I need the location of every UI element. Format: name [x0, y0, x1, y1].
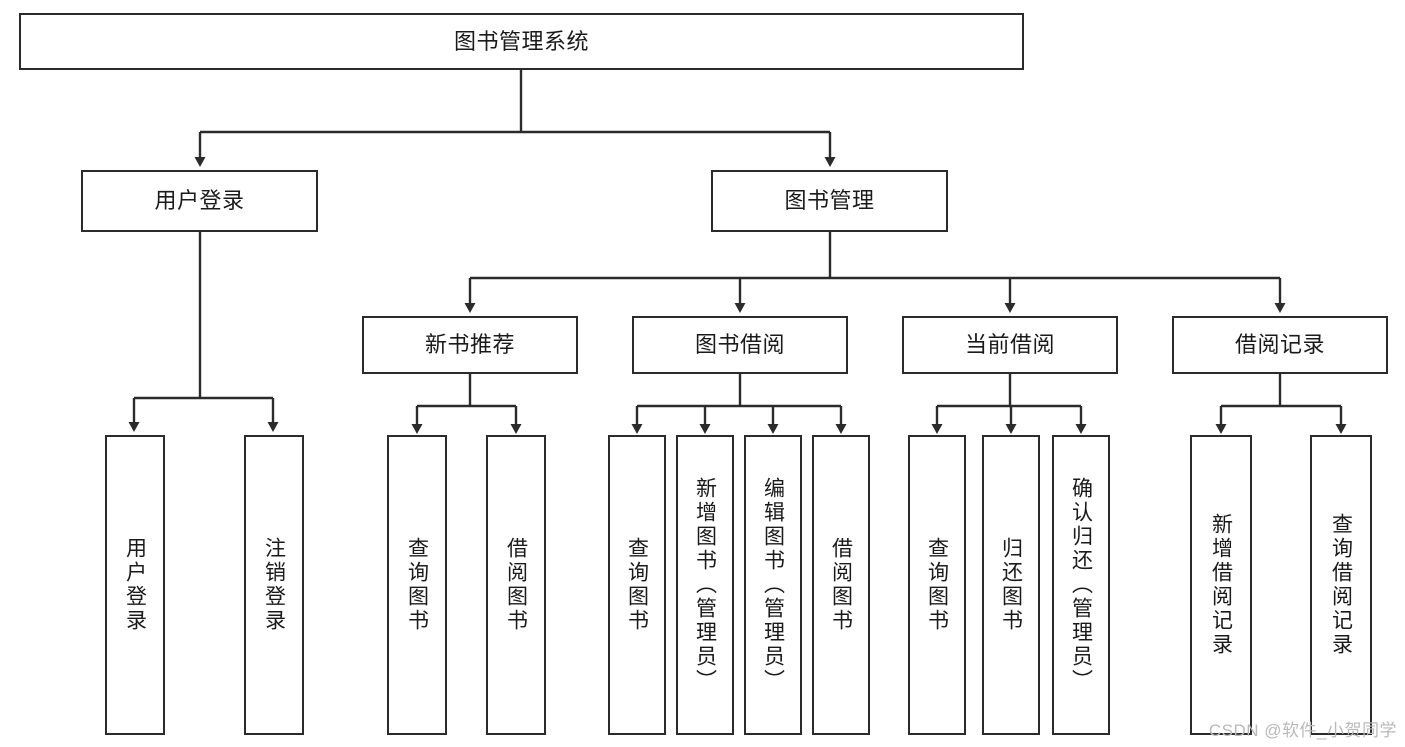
- node-book-management-label: 图书管理: [784, 188, 875, 214]
- node-leaf-query-borrow-record[interactable]: 查询借阅记录: [1310, 435, 1372, 735]
- node-root[interactable]: 图书管理系统: [19, 13, 1024, 70]
- node-leaf-return-book[interactable]: 归还图书: [982, 435, 1040, 735]
- node-leaf-query-book-2[interactable]: 查询图书: [608, 435, 666, 735]
- node-leaf-edit-book-admin-label: 编辑图书（管理员）: [761, 477, 785, 693]
- node-new-book-recommend-label: 新书推荐: [424, 332, 515, 358]
- node-leaf-query-book-3[interactable]: 查询图书: [908, 435, 966, 735]
- node-leaf-borrow-book-2[interactable]: 借阅图书: [812, 435, 870, 735]
- node-borrow-records[interactable]: 借阅记录: [1172, 316, 1388, 374]
- node-leaf-query-book-1-label: 查询图书: [405, 537, 429, 633]
- node-book-borrow[interactable]: 图书借阅: [632, 316, 848, 374]
- node-new-book-recommend[interactable]: 新书推荐: [362, 316, 578, 374]
- node-leaf-add-book-admin-label: 新增图书（管理员）: [693, 477, 717, 693]
- node-leaf-add-borrow-record[interactable]: 新增借阅记录: [1190, 435, 1252, 735]
- node-current-borrow-label: 当前借阅: [964, 332, 1055, 358]
- node-leaf-query-borrow-record-label: 查询借阅记录: [1329, 513, 1353, 657]
- node-user-login-label: 用户登录: [154, 188, 245, 214]
- csdn-watermark: CSDN @软件_小贺同学: [1208, 721, 1397, 740]
- node-leaf-borrow-book-1-label: 借阅图书: [504, 537, 528, 633]
- node-book-management[interactable]: 图书管理: [711, 170, 948, 232]
- node-leaf-user-login[interactable]: 用户登录: [105, 435, 165, 735]
- node-borrow-records-label: 借阅记录: [1234, 332, 1325, 358]
- node-leaf-return-book-label: 归还图书: [999, 537, 1023, 633]
- node-user-login[interactable]: 用户登录: [81, 170, 318, 232]
- node-leaf-add-book-admin[interactable]: 新增图书（管理员）: [676, 435, 734, 735]
- node-leaf-logout-label: 注销登录: [262, 537, 286, 633]
- node-leaf-borrow-book-1[interactable]: 借阅图书: [486, 435, 546, 735]
- node-leaf-edit-book-admin[interactable]: 编辑图书（管理员）: [744, 435, 802, 735]
- node-leaf-add-borrow-record-label: 新增借阅记录: [1209, 513, 1233, 657]
- node-leaf-confirm-return-admin-label: 确认归还（管理员）: [1069, 477, 1093, 693]
- node-leaf-user-login-label: 用户登录: [123, 537, 147, 633]
- node-leaf-logout[interactable]: 注销登录: [244, 435, 304, 735]
- node-leaf-query-book-2-label: 查询图书: [625, 537, 649, 633]
- node-leaf-confirm-return-admin[interactable]: 确认归还（管理员）: [1052, 435, 1110, 735]
- node-root-label: 图书管理系统: [453, 28, 589, 54]
- node-leaf-query-book-1[interactable]: 查询图书: [387, 435, 447, 735]
- node-current-borrow[interactable]: 当前借阅: [902, 316, 1118, 374]
- node-leaf-borrow-book-2-label: 借阅图书: [829, 537, 853, 633]
- node-book-borrow-label: 图书借阅: [694, 332, 785, 358]
- node-leaf-query-book-3-label: 查询图书: [925, 537, 949, 633]
